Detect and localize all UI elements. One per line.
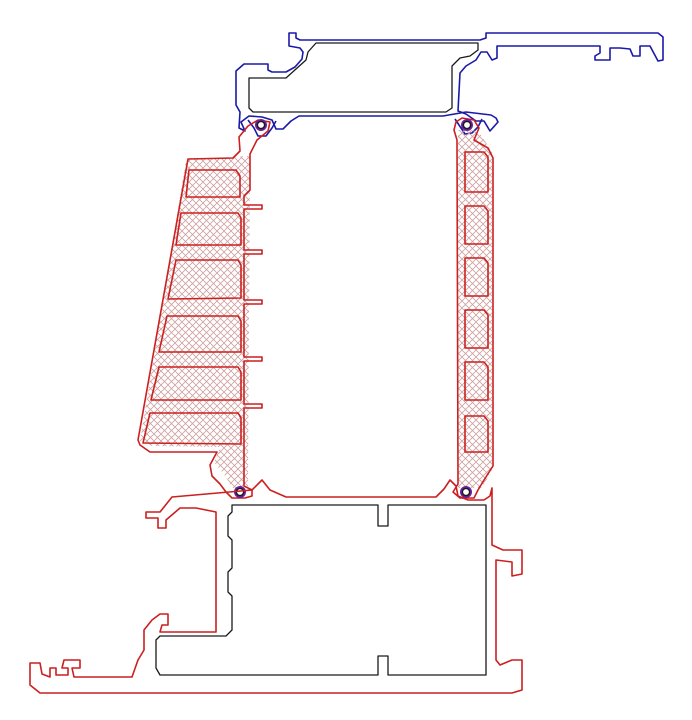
right-chamber-6 (464, 415, 489, 453)
top-cap-insert-outline (248, 42, 479, 113)
left-chamber-3 (167, 259, 242, 300)
reinforcement-insert (155, 504, 487, 676)
left-vertical-profile (137, 119, 271, 499)
left-chamber-5 (150, 366, 242, 401)
right-profile-hatch (458, 130, 492, 488)
top-cap-insert (248, 42, 479, 113)
right-chamber-5 (464, 361, 489, 401)
left-chamber-4 (158, 315, 242, 353)
top-cap-outline (235, 32, 664, 132)
right-chamber-1 (464, 151, 489, 193)
right-chamber-2 (464, 205, 489, 245)
right-bottom-gasket (461, 487, 471, 497)
left-chamber-1 (185, 169, 241, 198)
left-profile-outline (137, 119, 271, 499)
left-chamber-2 (175, 212, 242, 246)
right-top-gasket (462, 120, 472, 130)
bottom-frame-profile (29, 479, 523, 694)
bottom-frame-outline (29, 479, 523, 694)
top-cap-profile (235, 32, 664, 137)
right-chamber-4 (464, 309, 489, 349)
right-chamber-3 (464, 257, 489, 297)
right-profile-outline (452, 117, 494, 499)
left-chamber-6 (142, 412, 242, 445)
left-profile-hatch (140, 156, 250, 488)
left-top-gasket (256, 120, 266, 130)
right-vertical-profile (452, 117, 494, 499)
reinforcement-insert-outline (155, 504, 487, 676)
